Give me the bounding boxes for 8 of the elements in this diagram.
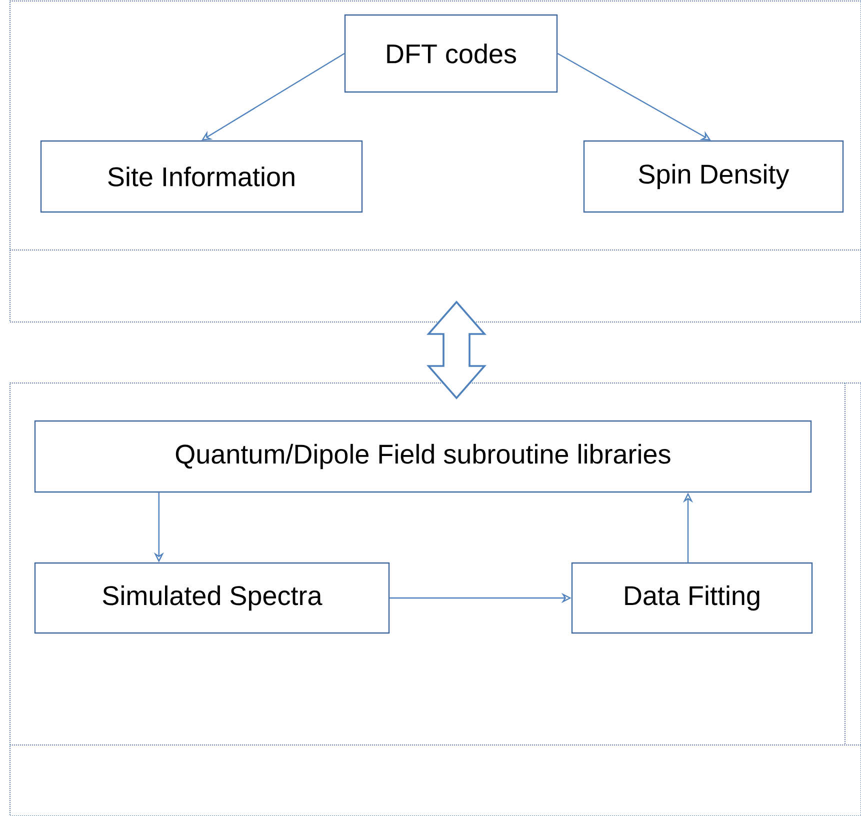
- process-box: DFT codes: [344, 14, 558, 93]
- process-box: Site Information: [40, 140, 363, 213]
- group-frame: [10, 0, 861, 322]
- process-box: Quantum/Dipole Field subroutine libraries: [34, 420, 812, 493]
- process-box: Spin Density: [583, 140, 844, 213]
- group-frame: [10, 382, 861, 816]
- process-box: Simulated Spectra: [34, 562, 390, 634]
- process-box: Data Fitting: [571, 562, 813, 634]
